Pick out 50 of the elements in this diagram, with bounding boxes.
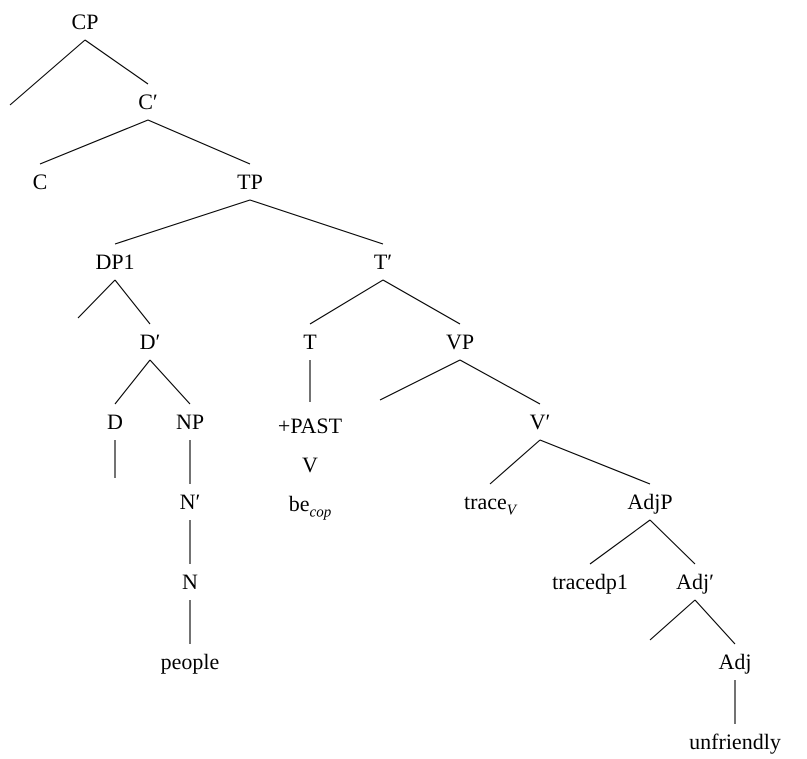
node-label: V′ xyxy=(530,408,550,436)
node-label: TP xyxy=(237,168,263,196)
node-label: Adj xyxy=(718,648,752,676)
branch-line xyxy=(650,600,696,640)
branch-line xyxy=(250,199,384,245)
node-label: C′ xyxy=(138,88,158,116)
node-label: trace$_{V}$ xyxy=(464,488,516,516)
branch-line xyxy=(114,280,150,324)
branch-line xyxy=(189,520,191,564)
branch-line xyxy=(650,520,696,564)
branch-line xyxy=(590,520,650,564)
branch-line xyxy=(84,40,148,84)
branch-line xyxy=(150,360,190,404)
node-label: tracedp1 xyxy=(552,568,628,596)
branch-line xyxy=(540,439,650,485)
node-label: unfriendly xyxy=(689,728,781,756)
node-label: DP1 xyxy=(95,248,135,276)
branch-line xyxy=(40,120,148,164)
node-label: be$_{cop}$ xyxy=(288,490,332,522)
branch-line xyxy=(148,120,250,164)
node-label: T xyxy=(303,328,317,356)
node-label: people xyxy=(160,648,220,676)
branch-line xyxy=(78,280,116,318)
node-label: AdjP xyxy=(627,488,673,516)
node-label: +PAST xyxy=(278,412,342,440)
branch-line xyxy=(382,280,460,324)
branch-line xyxy=(10,40,86,106)
branch-line xyxy=(309,360,311,402)
node-label: Adj′ xyxy=(676,568,714,596)
branch-line xyxy=(380,360,460,400)
node-label: D′ xyxy=(140,328,160,356)
branch-line xyxy=(114,199,250,245)
branch-line xyxy=(310,280,384,324)
node-label: VP xyxy=(446,328,474,356)
node-label: C xyxy=(32,168,48,196)
branch-line xyxy=(114,440,116,478)
node-label: V xyxy=(302,451,318,479)
node-label: CP xyxy=(72,8,98,36)
node-label: D xyxy=(107,408,123,436)
branch-line xyxy=(114,360,150,404)
node-label: N xyxy=(182,568,198,596)
node-label: T′ xyxy=(374,248,392,276)
branch-line xyxy=(189,600,191,644)
branch-line xyxy=(734,680,736,724)
node-label: N′ xyxy=(180,488,200,516)
branch-line xyxy=(189,440,191,484)
branch-line xyxy=(490,440,540,484)
branch-line xyxy=(460,360,540,404)
branch-line xyxy=(694,600,736,644)
node-label: NP xyxy=(176,408,204,436)
